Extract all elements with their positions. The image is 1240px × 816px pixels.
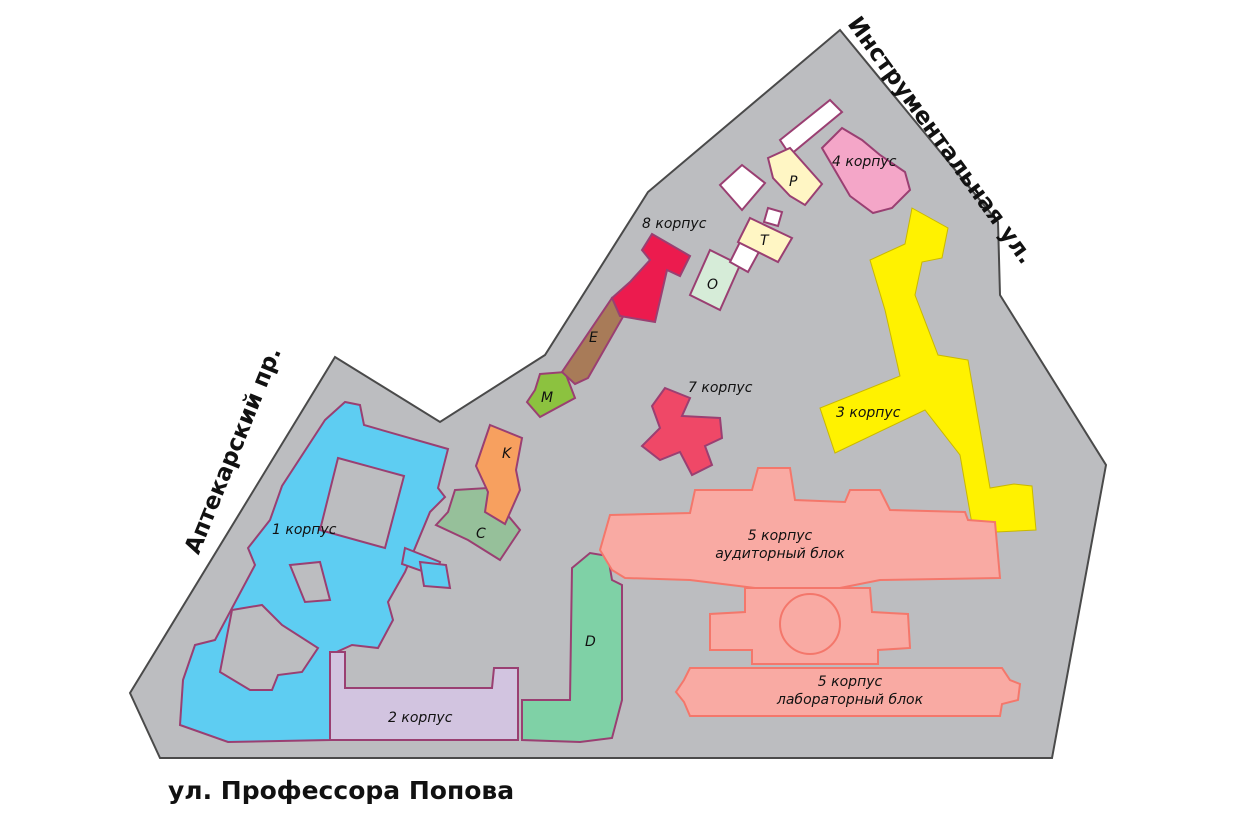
label-building-7: 7 корпус (688, 380, 753, 396)
building-1[interactable] (178, 400, 452, 744)
label-building-M: M (541, 390, 553, 406)
label-building-E: E (589, 330, 598, 346)
label-building-1: 1 корпус (272, 522, 337, 538)
building-T[interactable] (736, 216, 794, 264)
label-building-T: T (760, 233, 770, 249)
building-P[interactable] (766, 146, 824, 207)
building-2[interactable] (329, 651, 519, 741)
building-5-laboratory[interactable] (674, 667, 1022, 717)
label-building-D: D (585, 634, 596, 650)
label-building-O: O (707, 277, 718, 293)
label-building-8: 8 корпус (642, 216, 707, 232)
label-building-3: 3 корпус (836, 405, 901, 421)
label-building-K: K (502, 446, 513, 462)
label-building-P: P (789, 174, 798, 190)
building-5-rotunda (779, 593, 841, 655)
label-building-5a-line2: аудиторный блок (715, 546, 845, 562)
street-label-professora-popova: ул. Профессора Попова (168, 776, 515, 805)
building-white-2 (718, 163, 767, 212)
building-white-3 (762, 206, 784, 228)
building-K[interactable] (474, 423, 524, 526)
building-7[interactable] (640, 386, 724, 477)
building-8[interactable] (610, 232, 692, 324)
label-building-5b-line1: 5 корпус (818, 674, 883, 690)
building-3[interactable] (819, 207, 1037, 533)
label-building-5a-line1: 5 корпус (748, 528, 813, 544)
label-building-5b-line2: лабораторный блок (776, 692, 924, 708)
label-building-4: 4 корпус (832, 154, 897, 170)
label-building-C: C (476, 526, 486, 542)
building-5-auditorium[interactable] (598, 467, 1002, 589)
building-4[interactable] (820, 126, 912, 215)
label-building-2: 2 корпус (388, 710, 453, 726)
